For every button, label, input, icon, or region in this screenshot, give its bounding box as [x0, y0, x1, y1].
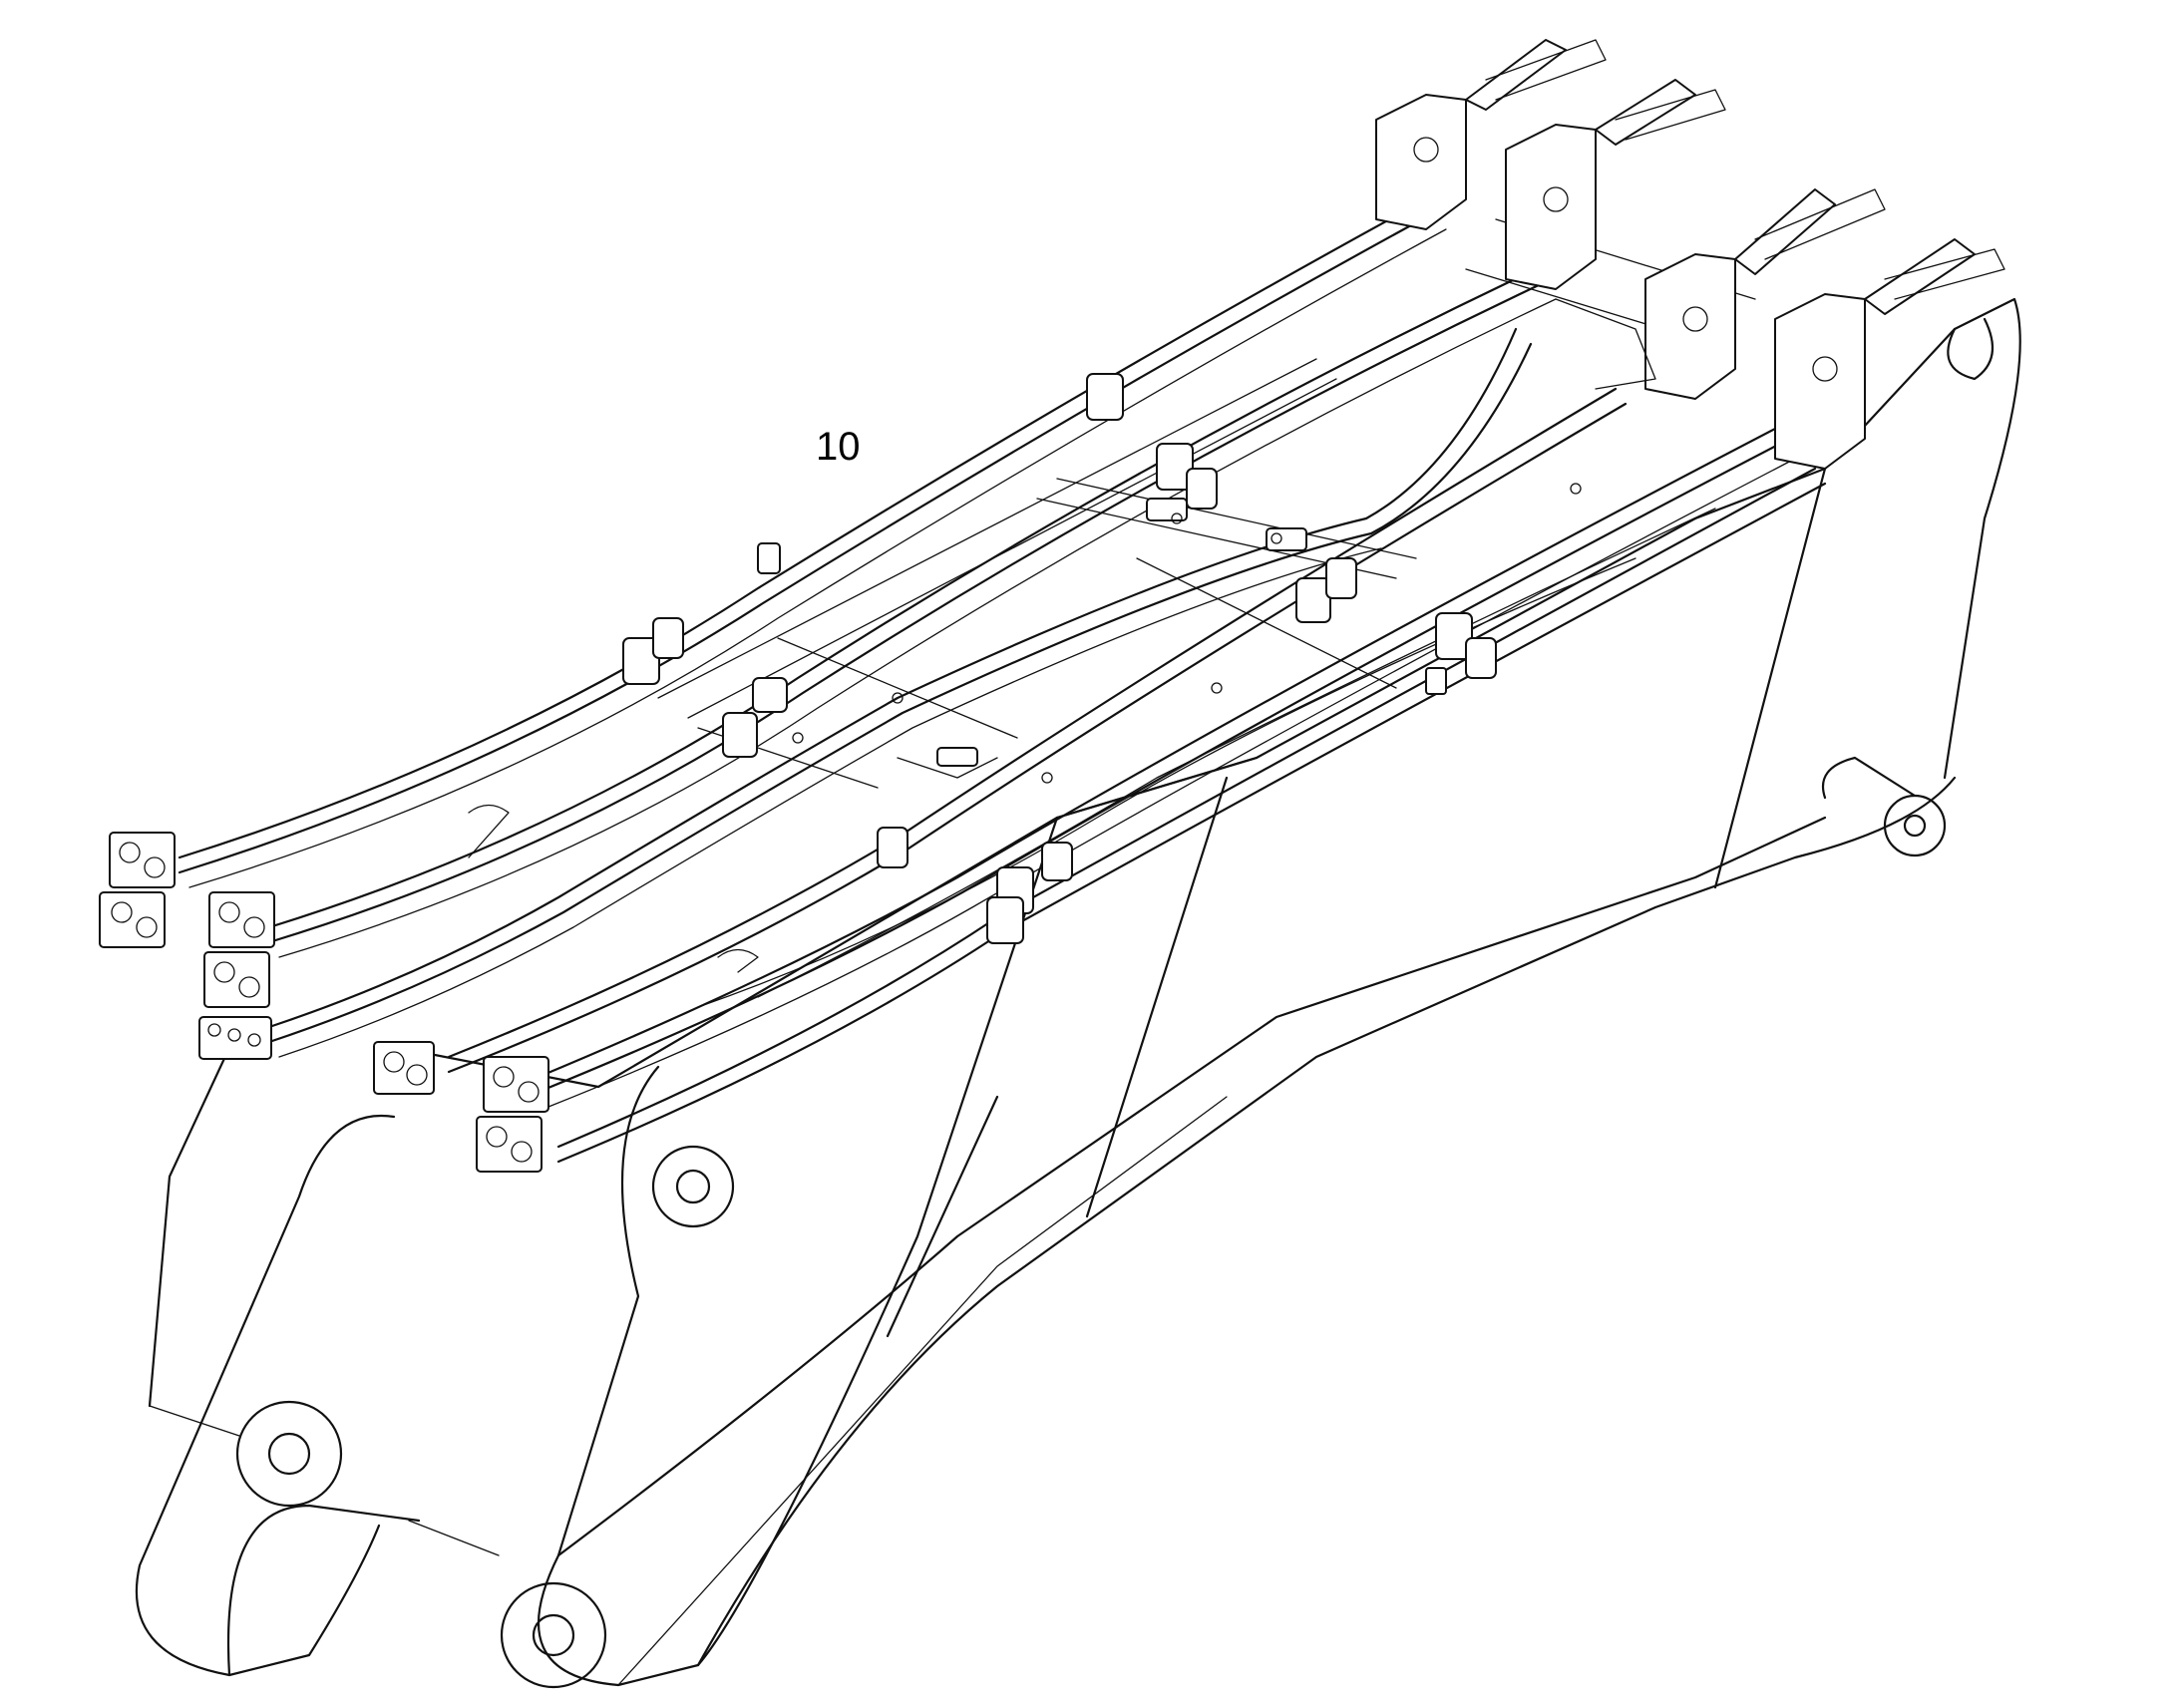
part-callout-label: 10 [816, 425, 861, 469]
hose-end-flanges [99, 832, 549, 1173]
hydraulic-hoses [178, 197, 1827, 1164]
right-end-brackets [1375, 39, 2005, 470]
fittings [468, 483, 1582, 973]
boom-side-plate [556, 297, 2021, 1667]
boom-left-arm [135, 756, 1259, 1689]
hose-clamps [622, 373, 1497, 944]
